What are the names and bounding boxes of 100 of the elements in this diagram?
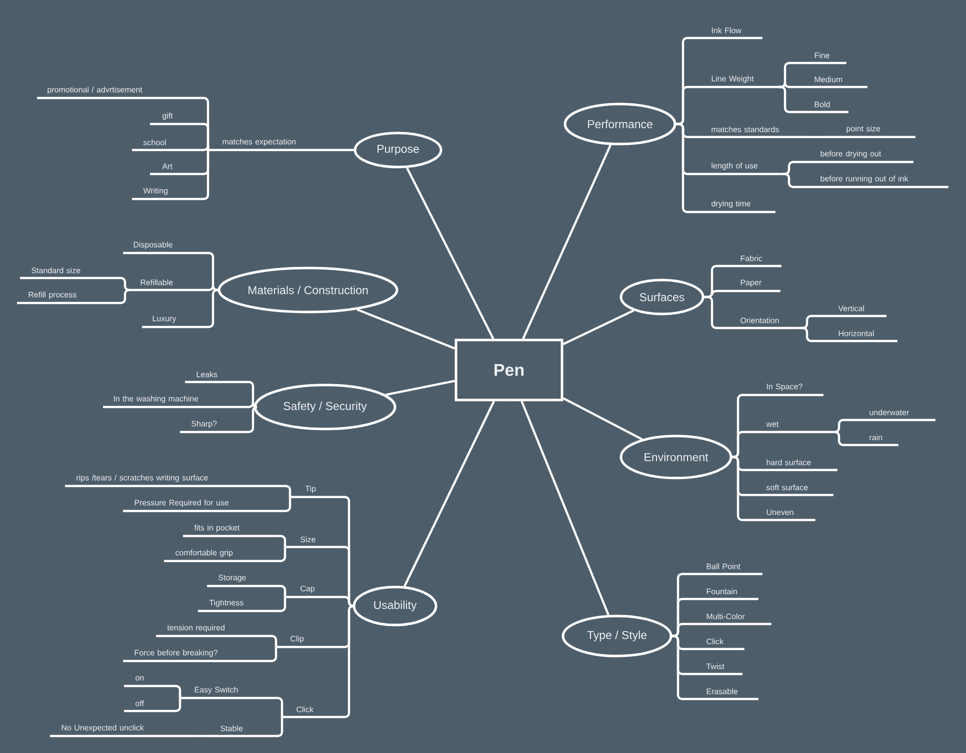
branch-topic: Fine xyxy=(792,52,846,64)
branch-topic: Force before breaking? xyxy=(123,650,270,662)
branch-topic: Vertical xyxy=(814,305,886,318)
branch-topic: Ink Flow xyxy=(690,27,762,40)
branch-topic: Stable xyxy=(205,725,276,738)
branch-line xyxy=(406,167,494,340)
branch-line xyxy=(778,86,792,114)
branch-topic: Line Weight xyxy=(690,76,778,88)
branch-topic: gift xyxy=(150,112,200,126)
branch-topic: tension required xyxy=(156,624,270,638)
central-topic-box: Pen xyxy=(454,338,564,402)
branch-topic: on xyxy=(124,676,174,688)
branch-line xyxy=(562,310,634,346)
branch-topic: matches expectation xyxy=(208,138,330,152)
branch-line xyxy=(205,284,218,292)
branch-line xyxy=(522,144,612,340)
branch-topic: Cap xyxy=(285,586,342,598)
branch-topic: Refill process xyxy=(17,292,118,304)
branch-topic: Orientation xyxy=(719,317,800,330)
branch-topic: Tip xyxy=(290,486,342,498)
branch-line xyxy=(800,326,814,342)
branch-line xyxy=(275,712,284,738)
branch-topic: rain xyxy=(846,434,898,446)
branch-topic: Pressure Required for use xyxy=(123,500,284,512)
branch-line xyxy=(173,692,182,712)
branch-topic: Click xyxy=(282,706,342,718)
branch-topic: Disposable xyxy=(123,242,206,254)
branch-topic: Ball Point xyxy=(685,563,762,576)
branch-topic: promotional / advrtisement xyxy=(37,86,200,100)
branch-line xyxy=(245,402,258,408)
branch-topic: In Space? xyxy=(745,384,824,396)
branch-line xyxy=(704,296,719,330)
branch-line xyxy=(200,144,210,200)
branch-line xyxy=(520,400,610,616)
branch-topic: comfortable grip xyxy=(164,550,278,562)
branch-line xyxy=(404,400,495,587)
branch-line xyxy=(562,397,642,440)
branch-topic: Horizontal xyxy=(814,330,898,342)
branch-topic: Clip xyxy=(276,636,342,648)
branch-topic: before drying out xyxy=(796,150,914,164)
branch-line xyxy=(676,122,690,214)
branch-line xyxy=(732,456,745,522)
branch-topic: Multi-Color xyxy=(685,613,772,626)
branch-line xyxy=(245,406,258,434)
branch-line xyxy=(200,144,210,152)
branch-line xyxy=(834,418,846,434)
branch-topic: No Unexpected unclick xyxy=(50,724,198,738)
branch-line xyxy=(341,596,354,608)
branch-topic: Easy Switch xyxy=(180,686,276,700)
branch-topic: Art xyxy=(150,164,200,176)
branch-line xyxy=(205,288,218,328)
branch-topic: school xyxy=(132,139,200,152)
branch-topic: drying time xyxy=(690,200,776,214)
branch-topic: Uneven xyxy=(745,510,816,522)
branch-topic: Paper xyxy=(719,280,780,292)
branch-line xyxy=(269,642,278,662)
branch-topic: Sharp? xyxy=(180,420,246,434)
branch-topic: In the washing machine xyxy=(103,396,246,408)
branch-line xyxy=(118,276,130,292)
branch-topic: rips /tears / scratches writing surface xyxy=(65,474,284,488)
branch-topic: Storage xyxy=(207,574,278,588)
branch-topic: Click xyxy=(685,638,744,650)
branch-line xyxy=(385,380,455,396)
branch-topic: Writing xyxy=(132,188,200,200)
branch-line xyxy=(782,172,796,188)
branch-topic: point size xyxy=(822,126,916,138)
branch-topic: Fabric xyxy=(719,255,782,268)
branch-topic: Size xyxy=(285,536,342,548)
branch-topic: Refillable xyxy=(128,279,206,292)
branch-line xyxy=(834,430,846,446)
branch-line xyxy=(672,634,685,700)
branch-line xyxy=(341,604,354,718)
branch-topic: hard surface xyxy=(745,459,838,472)
branch-topic: underwater xyxy=(846,409,936,422)
branch-topic: Standard size xyxy=(20,267,118,280)
branch-topic: Fountain xyxy=(685,588,758,600)
branch-topic: Bold xyxy=(792,101,848,114)
branch-topic: Medium xyxy=(792,76,868,88)
branch-topic: Luxury xyxy=(142,316,206,328)
branch-topic: off xyxy=(124,700,174,712)
branch-line xyxy=(672,622,685,638)
branch-line xyxy=(808,136,822,138)
branch-topic: Twist xyxy=(685,663,742,676)
branch-line xyxy=(198,734,205,738)
branch-topic: length of use xyxy=(690,162,782,176)
branch-topic: Erasable xyxy=(685,688,758,700)
branch-topic: Tightness xyxy=(198,600,278,612)
branch-line xyxy=(283,492,292,512)
branch-line xyxy=(118,288,130,304)
branch-line xyxy=(278,542,286,562)
branch-topic: matches standards xyxy=(690,126,808,138)
branch-line xyxy=(278,592,286,612)
branch-topic: Leaks xyxy=(185,371,246,384)
branch-topic: before running out of ink xyxy=(796,176,948,188)
branch-topic: wet xyxy=(745,422,834,434)
branch-topic: soft surface xyxy=(745,484,834,496)
branch-line xyxy=(732,430,745,458)
branch-line xyxy=(330,148,354,152)
branch-topic: fits in pocket xyxy=(183,524,278,538)
branch-line xyxy=(356,308,456,350)
